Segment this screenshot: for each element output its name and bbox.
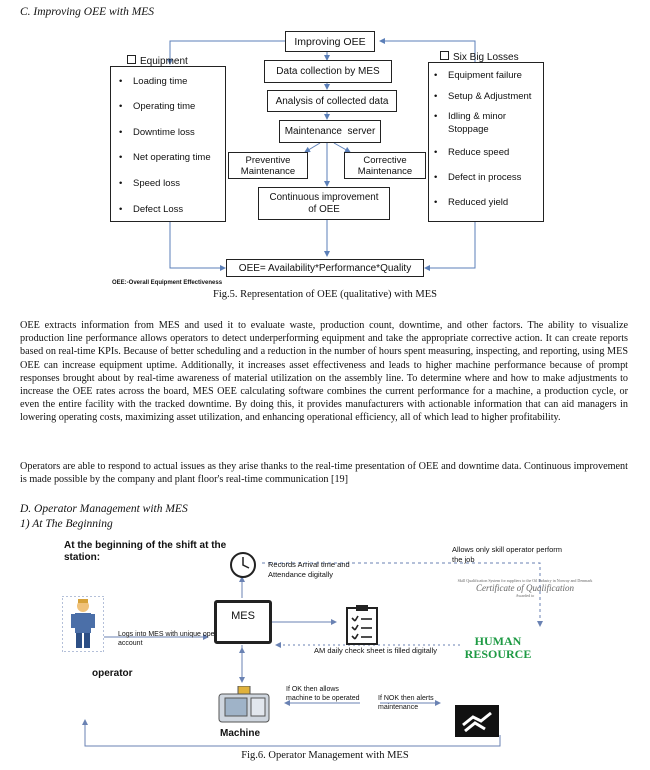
equipment-header: Equipment <box>127 55 188 67</box>
figure-caption: Fig.5. Representation of OEE (qualitativ… <box>213 289 437 300</box>
losses-header: Six Big Losses <box>440 51 519 63</box>
section-heading: C. Improving OEE with MES <box>20 6 155 18</box>
checkbox-icon <box>440 51 449 60</box>
figure-caption: Fig.6. Operator Management with MES <box>241 750 409 761</box>
clock-icon <box>230 552 256 578</box>
fig6-connectors <box>82 562 543 747</box>
analysis-box: Analysis of collected data <box>267 90 397 112</box>
list-item: Speed loss <box>119 178 180 189</box>
maintenance-server-box: Maintenance server <box>279 120 381 143</box>
certificate-small-text: Skill Qualification System for suppliers… <box>457 578 593 583</box>
maintenance-tools-icon <box>455 705 499 737</box>
list-item: Operating time <box>119 101 195 112</box>
operator-label: operator <box>92 668 133 679</box>
machine-icon <box>218 686 270 723</box>
logs-note: Logs into MES with unique operator accou… <box>118 631 229 647</box>
checksheet-note: AM daily check sheet is filled digitally <box>314 646 437 655</box>
mes-device: MES <box>214 600 272 644</box>
list-item: Defect in process <box>434 172 521 183</box>
improving-oee-box: Improving OEE <box>285 31 375 52</box>
records-note: Records Arrival time and Attendance digi… <box>268 560 350 579</box>
allows-note: Allows only skill operator perform the j… <box>452 545 563 564</box>
resource-text: RESOURCE <box>464 647 532 661</box>
certificate-title: Certificate of Qualification <box>476 583 574 593</box>
list-item: Equipment failure <box>434 70 522 81</box>
operator-figure-icon <box>62 596 104 652</box>
data-collection-box: Data collection by MES <box>264 60 392 83</box>
body-paragraph: Operators are able to respond to actual … <box>20 461 628 486</box>
list-item: Loading time <box>119 76 188 87</box>
human-text: HUMAN <box>474 634 522 648</box>
subsection-heading: 1) At The Beginning <box>20 518 113 530</box>
list-item: Setup & Adjustment <box>434 91 532 102</box>
oee-footnote: OEE:-Overall Equipment Effectiveness <box>112 280 223 286</box>
equipment-panel <box>110 66 226 222</box>
certificate-image: Skill Qualification System for suppliers… <box>455 578 595 608</box>
ifnok-note: If NOK then alerts maintenance <box>378 695 434 711</box>
list-item: Idling & minor Stoppage <box>434 110 528 136</box>
losses-panel <box>428 62 544 222</box>
fig6-title: At the beginning of the shift at the sta… <box>64 540 227 563</box>
checkbox-icon <box>127 55 136 64</box>
list-item: Net operating time <box>119 152 211 163</box>
list-item: Reduced yield <box>434 197 508 208</box>
list-item: Reduce speed <box>434 147 509 158</box>
preventive-maintenance-box: Preventive Maintenance <box>228 152 308 179</box>
section-heading: D. Operator Management with MES <box>20 503 188 515</box>
fig5-connectors <box>167 38 476 271</box>
certificate-awarded: Awarded to <box>515 593 535 598</box>
checklist-icon <box>346 605 378 645</box>
ifok-note: If OK then allows machine to be operated <box>286 686 360 702</box>
list-item: Downtime loss <box>119 127 195 138</box>
machine-label: Machine <box>220 728 261 739</box>
list-item: Defect Loss <box>119 204 183 215</box>
continuous-improvement-box: Continuous improvement of OEE <box>258 187 390 220</box>
human-resource-label: HUMAN RESOURCE <box>458 635 538 661</box>
corrective-maintenance-box: Corrective Maintenance <box>344 152 426 179</box>
mes-label: MES <box>231 610 255 622</box>
body-paragraph: OEE extracts information from MES and us… <box>20 320 628 424</box>
oee-formula-box: OEE= Availability*Performance*Quality <box>226 259 424 277</box>
